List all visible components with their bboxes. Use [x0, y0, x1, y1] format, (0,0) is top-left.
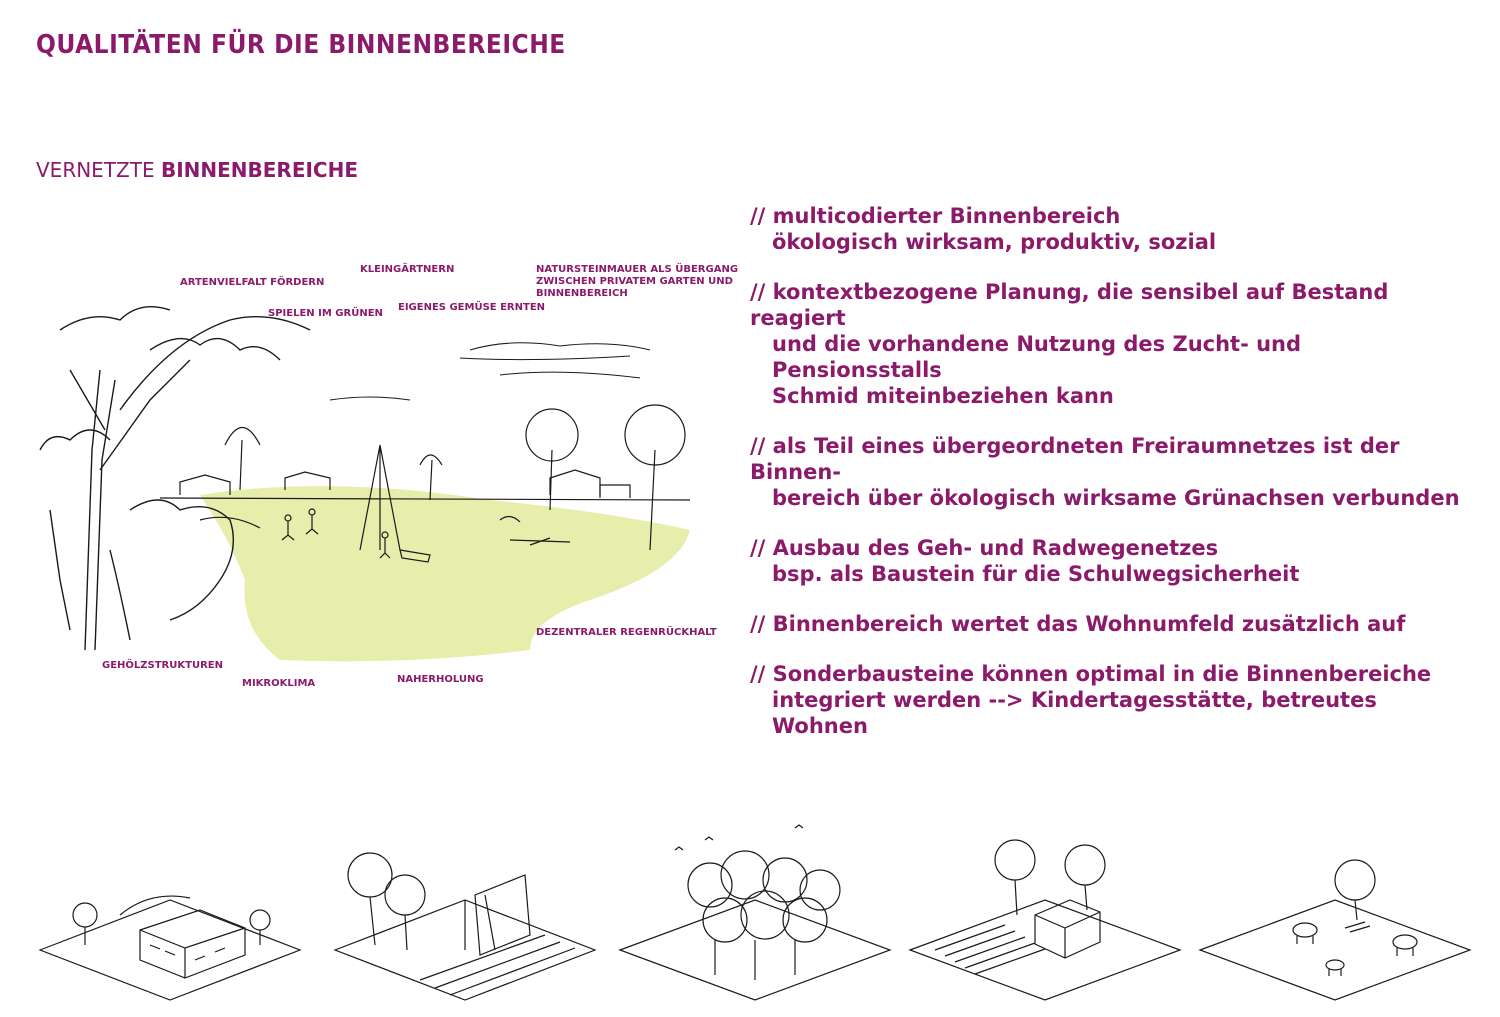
subtitle-bold: BINNENBEREICHE	[160, 158, 359, 182]
label-gemuese: EIGENES GEMÜSE ERNTEN	[398, 302, 546, 313]
kita-building-icon	[30, 820, 310, 1010]
label-naherholung: NAHERHOLUNG	[397, 674, 484, 685]
isometric-tiles	[30, 820, 1480, 1010]
label-spielen: SPIELEN IM GRÜNEN	[268, 308, 383, 319]
label-mikroklima: MIKROKLIMA	[242, 678, 316, 689]
bullet-item: // Binnenbereich wertet das Wohnumfeld z…	[750, 611, 1470, 637]
label-artenvielfalt: ARTENVIELFALT FÖRDERN	[180, 277, 325, 288]
bullet-line: // Ausbau des Geh- und Radwegenetzes	[750, 536, 1219, 560]
section-subtitle: VERNETZTE BINNENBEREICHE	[36, 158, 358, 182]
bullet-line: bsp. als Baustein für die Schulwegsicher…	[772, 562, 1300, 586]
label-natursteinmauer-2: ZWISCHEN PRIVATEM GARTEN UND	[536, 276, 733, 287]
bullet-item: // Sonderbausteine können optimal in die…	[750, 661, 1470, 739]
bullet-item: // multicodierter Binnenbereich ökologis…	[750, 203, 1470, 255]
bullet-line: bereich über ökologisch wirksame Grünach…	[772, 486, 1460, 510]
label-natursteinmauer-1: NATURSTEINMAUER ALS ÜBERGANG	[536, 264, 739, 275]
bullet-list: // multicodierter Binnenbereich ökologis…	[750, 203, 1470, 763]
dense-trees-icon	[615, 820, 895, 1010]
bullet-line: ökologisch wirksam, produktiv, sozial	[772, 230, 1217, 254]
bullet-line: // als Teil eines übergeordneten Freirau…	[750, 434, 1400, 484]
bullet-line: // kontextbezogene Planung, die sensibel…	[750, 280, 1389, 330]
bullet-item: // kontextbezogene Planung, die sensibel…	[750, 279, 1470, 409]
label-gehoelz: GEHÖLZSTRUKTUREN	[102, 660, 223, 671]
bullet-item: // als Teil eines übergeordneten Freirau…	[750, 433, 1470, 511]
bullet-line: integriert werden --> Kindertagesstätte,…	[772, 688, 1377, 738]
bullet-line: // multicodierter Binnenbereich	[750, 204, 1121, 228]
bullet-line: Schmid miteinbeziehen kann	[772, 384, 1114, 408]
bullet-line: // Binnenbereich wertet das Wohnumfeld z…	[750, 612, 1406, 636]
label-kleingaertnern: KLEINGÄRTNERN	[360, 264, 455, 275]
meadow-animals-icon	[1195, 820, 1475, 1010]
bullet-line: // Sonderbausteine können optimal in die…	[750, 662, 1432, 686]
bullet-item: // Ausbau des Geh- und Radwegenetzes bsp…	[750, 535, 1470, 587]
path-network-icon	[325, 820, 605, 1010]
landscape-sketch: ARTENVIELFALT FÖRDERN KLEINGÄRTNERN NATU…	[30, 250, 738, 700]
landscape-sketch-drawing	[39, 306, 691, 662]
label-regenrueckhalt: DEZENTRALER REGENRÜCKHALT	[536, 627, 717, 638]
bullet-line: und die vorhandene Nutzung des Zucht- un…	[772, 332, 1302, 382]
page-title: QUALITÄTEN FÜR DIE BINNENBEREICHE	[36, 30, 566, 60]
label-natursteinmauer-3: BINNENBEREICH	[536, 288, 628, 299]
subtitle-prefix: VERNETZTE	[36, 158, 161, 182]
garden-shed-icon	[905, 820, 1185, 1010]
